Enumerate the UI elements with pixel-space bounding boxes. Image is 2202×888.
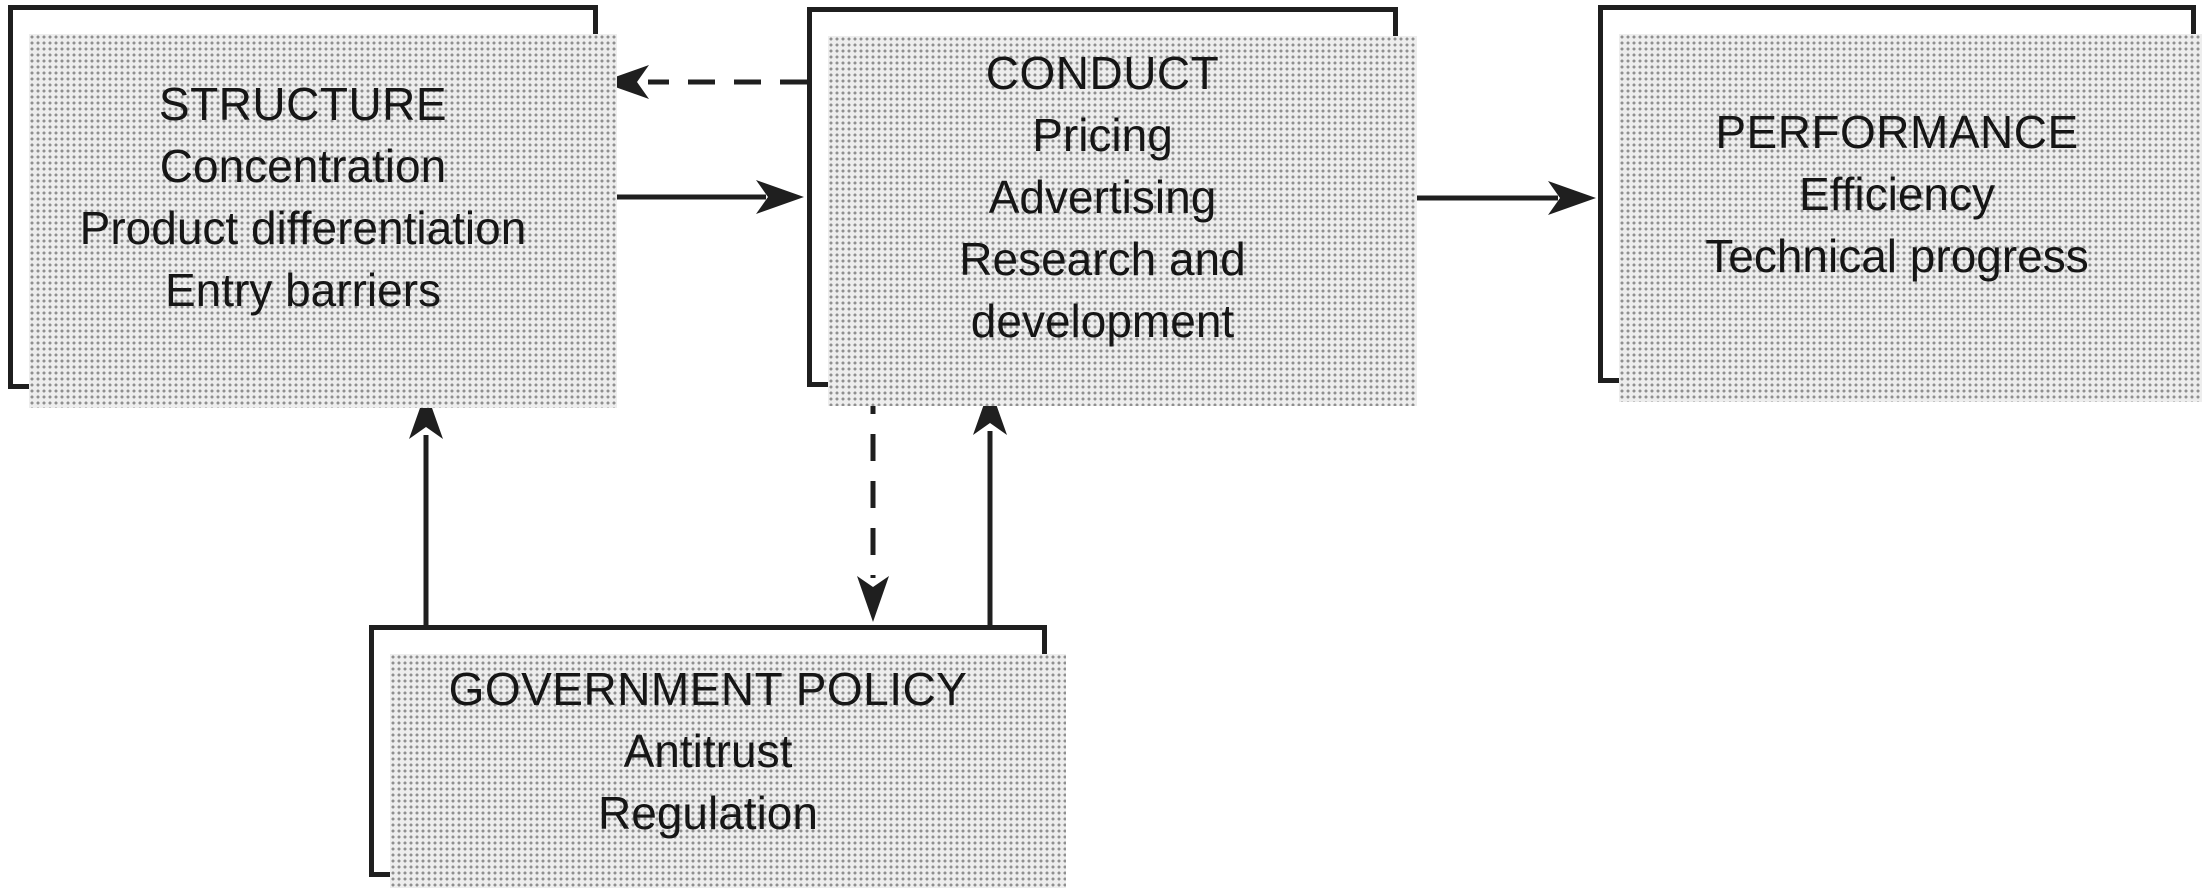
government-policy-box: GOVERNMENT POLICY Antitrust Regulation xyxy=(369,625,1066,888)
arrow-conduct-to-government-policy-dashed-icon xyxy=(857,387,889,622)
performance-title: PERFORMANCE xyxy=(1715,106,2079,158)
arrow-structure-to-conduct-icon xyxy=(598,180,804,214)
conduct-box: CONDUCT Pricing Advertising Research and… xyxy=(807,7,1417,406)
structure-item-entry-barriers: Entry barriers xyxy=(164,264,442,316)
conduct-item-research-and-development: Research and development xyxy=(959,233,1246,347)
conduct-title: CONDUCT xyxy=(985,47,1220,99)
structure-box: STRUCTURE Concentration Product differen… xyxy=(8,5,617,408)
conduct-item-advertising: Advertising xyxy=(988,171,1217,223)
structure-title: STRUCTURE xyxy=(158,78,448,130)
performance-item-technical-progress: Technical progress xyxy=(1705,230,2089,282)
structure-item-product-differentiation: Product differentiation xyxy=(79,202,527,254)
government-policy-title: GOVERNMENT POLICY xyxy=(448,663,968,715)
government-policy-item-regulation: Regulation xyxy=(598,787,818,839)
conduct-item-pricing: Pricing xyxy=(1032,109,1173,161)
arrow-government-policy-to-structure-icon xyxy=(409,391,443,625)
arrow-conduct-to-performance-icon xyxy=(1398,181,1596,215)
structure-item-concentration: Concentration xyxy=(159,140,447,192)
arrow-government-policy-to-conduct-icon xyxy=(973,387,1007,625)
performance-box: PERFORMANCE Efficiency Technical progres… xyxy=(1598,5,2202,402)
government-policy-item-antitrust: Antitrust xyxy=(623,725,793,777)
arrow-conduct-to-structure-dashed-icon xyxy=(601,65,807,99)
performance-item-efficiency: Efficiency xyxy=(1798,168,1996,220)
